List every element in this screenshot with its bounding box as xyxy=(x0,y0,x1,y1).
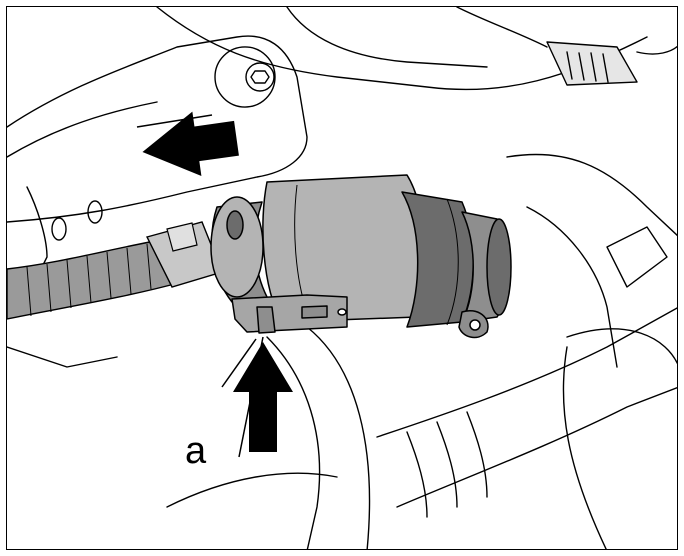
boot-ring-3 xyxy=(466,411,488,498)
engine-bracket-inner xyxy=(7,101,158,158)
bolt-head xyxy=(245,62,275,92)
side-panel xyxy=(26,186,48,298)
lower-housing-2 xyxy=(562,346,607,549)
connector-rear-hole xyxy=(226,210,244,240)
drive-shaft-2 xyxy=(396,387,677,508)
lower-tube-left xyxy=(266,336,321,549)
connector-front-face xyxy=(486,218,512,316)
right-housing-2 xyxy=(526,206,618,368)
wiring-harness xyxy=(7,221,223,320)
illustration-frame: a xyxy=(6,6,678,550)
upper-cable xyxy=(456,7,677,55)
technical-illustration xyxy=(7,7,677,549)
connector-release-tab xyxy=(231,294,348,333)
boot-ring-2 xyxy=(436,421,458,508)
oval-hole-2 xyxy=(87,200,103,224)
connector-collar-edge xyxy=(446,198,459,326)
upper-housing-line-2 xyxy=(286,7,488,68)
boot-ring-1 xyxy=(406,431,428,518)
bolt-socket xyxy=(250,70,270,84)
drive-shaft xyxy=(376,307,677,438)
lower-tube-right xyxy=(306,326,371,549)
release-arrow xyxy=(221,336,293,458)
upper-connector-ribs xyxy=(566,51,609,83)
left-lower-panel xyxy=(7,346,118,368)
oval-hole-1 xyxy=(51,217,67,241)
callout-label-a: a xyxy=(185,430,207,472)
upper-connector-body xyxy=(546,41,638,86)
main-connector xyxy=(210,174,512,339)
right-housing xyxy=(506,153,677,237)
connector-tab-slot xyxy=(301,305,328,319)
push-arrow xyxy=(136,111,239,176)
bottom-mount xyxy=(166,472,338,508)
lower-housing xyxy=(566,328,677,365)
connector-latch xyxy=(256,306,276,334)
engine-bracket-outline xyxy=(7,35,308,223)
right-bracket xyxy=(606,226,668,288)
bolt-boss xyxy=(214,46,276,108)
